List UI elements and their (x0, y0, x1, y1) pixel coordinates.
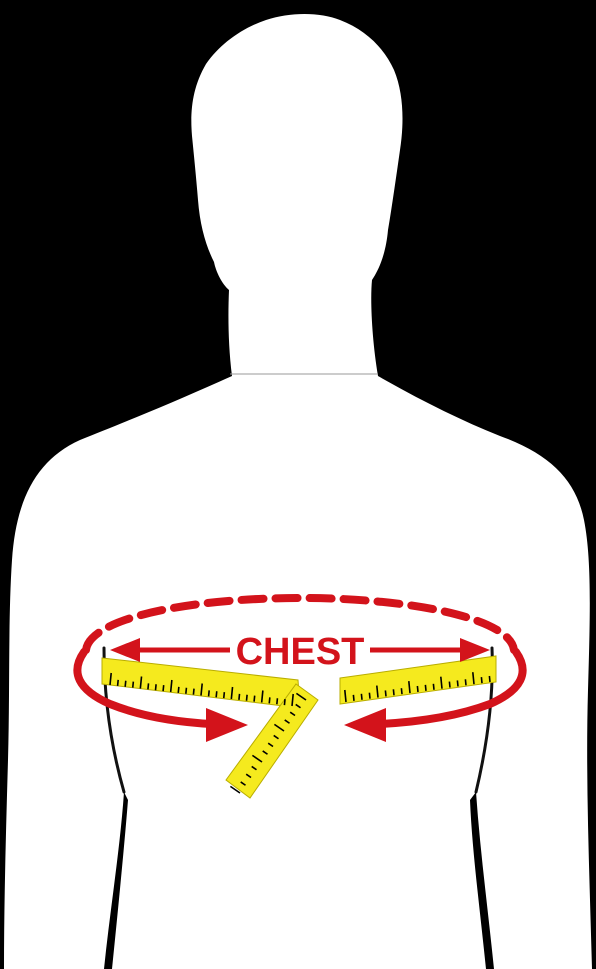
tape-tick (254, 696, 255, 702)
torso-silhouette-icon (4, 14, 592, 969)
tape-tick (118, 680, 119, 686)
tape-tick (284, 699, 285, 705)
tape-tick (247, 695, 248, 701)
tape-tick (465, 679, 466, 685)
tape-tick (393, 689, 394, 695)
tape-tick (417, 686, 418, 692)
tape-tick (178, 687, 179, 693)
tape-tick (269, 697, 270, 703)
tape-tick (457, 680, 458, 686)
tape-tick (148, 683, 149, 689)
tape-tick (401, 688, 402, 694)
tape-tick (125, 681, 126, 687)
tape-tick (369, 693, 370, 699)
chest-label: CHEST (236, 631, 365, 673)
tape-tick (481, 677, 482, 683)
tape-tick (186, 688, 187, 694)
tape-tick (209, 690, 210, 696)
tape-tick (449, 682, 450, 688)
tape-tick (224, 692, 225, 698)
tape-tick (489, 676, 490, 682)
tape-tick (433, 684, 434, 690)
tape-tick (163, 685, 164, 691)
tape-tick (216, 691, 217, 697)
tape-tick (239, 694, 240, 700)
tape-tick (361, 694, 362, 700)
tape-tick (133, 682, 134, 688)
tape-tick (277, 698, 278, 704)
tape-tick (353, 695, 354, 701)
tape-tick (425, 685, 426, 691)
tape-tick (156, 684, 157, 690)
tape-tick (193, 689, 194, 695)
tape-tick (385, 690, 386, 696)
